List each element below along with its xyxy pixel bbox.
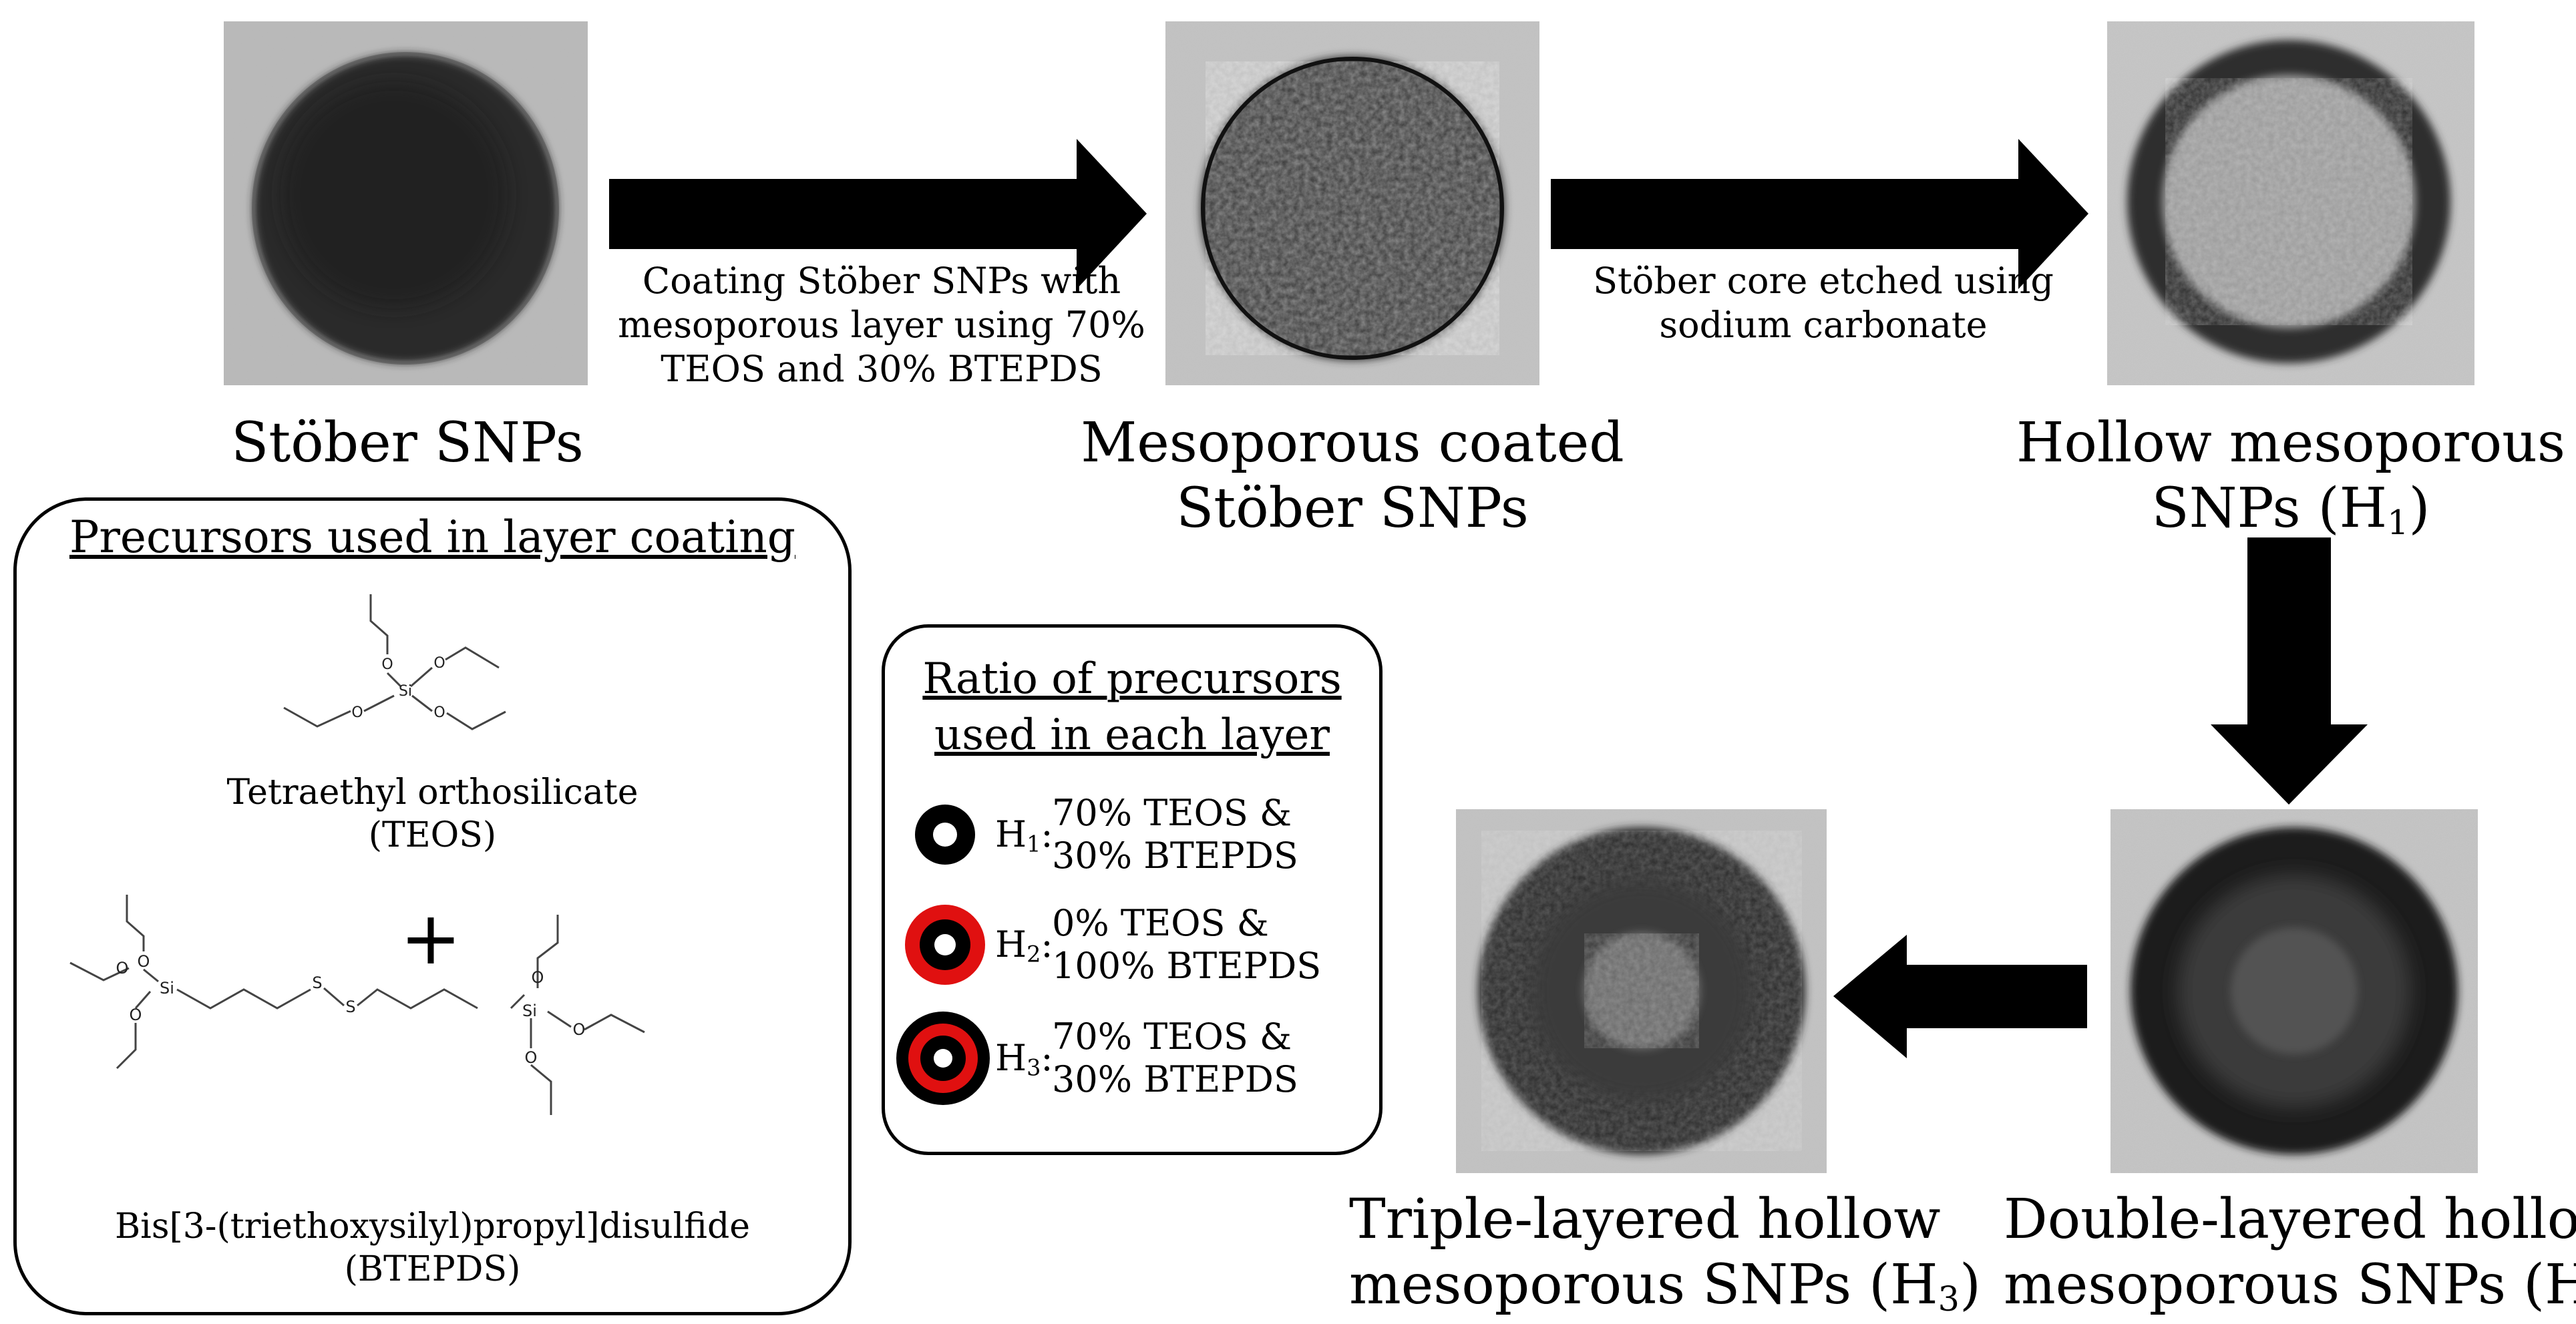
atom-label: O	[130, 1006, 142, 1024]
ratio-row-h3: H3: 70% TEOS & 30% BTEPDS	[895, 1005, 1298, 1112]
btepds-structure: O O Si O S S Si O O O	[69, 895, 645, 1115]
atom-label: O	[381, 656, 393, 673]
step2-line: Stöber core etched using	[1593, 260, 2054, 302]
arrow-left-icon	[1833, 935, 2087, 1058]
caption-line: mesoporous SNPs (H2)	[2004, 1253, 2576, 1318]
caption-line: Hollow mesoporous	[2016, 411, 2565, 475]
atom-label: Si	[522, 1002, 537, 1020]
ratio-value-line: 100% BTEPDS	[1052, 945, 1322, 987]
ratio-label: H3:	[995, 1037, 1053, 1081]
ratio-row-h1: H1: 70% TEOS & 30% BTEPDS	[902, 791, 1298, 878]
atom-label: S	[312, 973, 322, 992]
ratio-label: H2:	[995, 923, 1053, 967]
ratio-value-line: 0% TEOS &	[1052, 902, 1269, 944]
double-layered-h2-tem-image	[2110, 809, 2478, 1173]
atom-label: O	[116, 959, 129, 977]
caption-subscript: 1	[2387, 503, 2409, 543]
chem-name-line: Tetraethyl orthosilicate	[226, 773, 638, 813]
stober-snp-tem-image	[224, 21, 588, 385]
caption-text: SNPs (H	[2151, 477, 2388, 540]
caption-line: mesoporous SNPs (H3)	[1349, 1253, 1981, 1318]
caption-line: Double-layered hollow	[2004, 1188, 2576, 1251]
hollow-h1-caption: Hollow mesoporous SNPs (H1)	[2010, 411, 2571, 541]
caption-text: )	[1960, 1253, 1982, 1317]
chem-name-line: (BTEPDS)	[344, 1249, 521, 1289]
h1-layer-icon	[915, 805, 975, 865]
arrow-right-icon	[1551, 139, 2088, 289]
ratio-label-sub: 1	[1027, 831, 1041, 857]
ratio-values: 70% TEOS & 30% BTEPDS	[1052, 1016, 1298, 1101]
precursors-panel: Precursors used in layer coating O Si O …	[13, 497, 852, 1315]
ratio-value-line: 30% BTEPDS	[1052, 835, 1298, 877]
ratio-label: H1:	[995, 813, 1053, 857]
ratio-panel-title: Ratio of precursors used in each layer	[885, 651, 1379, 763]
caption-line: Mesoporous coated	[1081, 411, 1624, 475]
step1-line: mesoporous layer using 70%	[618, 304, 1145, 346]
chem-name-line: (TEOS)	[368, 815, 497, 855]
atom-label: O	[525, 1048, 538, 1067]
atom-label: O	[138, 952, 150, 971]
atom-label: Si	[399, 683, 412, 700]
caption-line: SNPs (H1)	[2010, 476, 2571, 541]
step2-line: sodium carbonate	[1659, 304, 1988, 346]
mesoporous-coated-tem-image	[1165, 21, 1539, 385]
plus-sign: +	[399, 895, 462, 981]
ratio-title-line: used in each layer	[934, 710, 1330, 760]
step2-description: Stöber core etched using sodium carbonat…	[1556, 259, 2090, 347]
step1-line: TEOS and 30% BTEPDS	[661, 348, 1103, 390]
caption-text: mesoporous SNPs (H	[2004, 1253, 2576, 1317]
ratio-label-h: H	[995, 813, 1027, 855]
caption-subscript: 3	[1938, 1279, 1960, 1319]
ratio-values: 70% TEOS & 30% BTEPDS	[1052, 792, 1298, 877]
atom-label: O	[532, 968, 544, 987]
ratio-label-sub: 2	[1027, 941, 1041, 967]
teos-name: Tetraethyl orthosilicate (TEOS)	[17, 771, 848, 857]
atom-label: O	[433, 655, 445, 672]
double-layered-h2-caption: Double-layered hollow mesoporous SNPs (H…	[2004, 1187, 2576, 1318]
h2-layer-icon	[905, 905, 985, 985]
precursors-panel-title: Precursors used in layer coating	[69, 511, 796, 563]
chem-name-line: Bis[3-(triethoxysilyl)propyl]disulfide	[114, 1206, 751, 1247]
ratio-values: 0% TEOS & 100% BTEPDS	[1052, 902, 1321, 987]
ratio-value-line: 70% TEOS &	[1052, 1016, 1292, 1058]
ratio-label-h: H	[995, 1037, 1027, 1079]
step1-line: Coating Stöber SNPs with	[642, 260, 1121, 302]
ratio-title-line: Ratio of precursors	[922, 654, 1342, 704]
caption-text: mesoporous SNPs (H	[1349, 1253, 1938, 1317]
caption-line: Stöber SNPs	[1176, 477, 1529, 540]
ratio-label-h: H	[995, 923, 1027, 965]
triple-layered-h3-tem-image	[1456, 809, 1827, 1173]
ratio-label-sub: 3	[1027, 1054, 1041, 1081]
caption-text: )	[2408, 477, 2430, 540]
ratio-row-h2: H2: 0% TEOS & 100% BTEPDS	[902, 901, 1321, 988]
h3-layer-icon	[896, 1012, 990, 1105]
hollow-h1-tem-image	[2107, 21, 2474, 385]
triple-layered-h3-caption: Triple-layered hollow mesoporous SNPs (H…	[1349, 1187, 1981, 1318]
mesoporous-coated-caption: Mesoporous coated Stöber SNPs	[1069, 411, 1636, 541]
atom-label: O	[573, 1020, 586, 1039]
arrow-down-icon	[2211, 537, 2368, 805]
ratio-panel: Ratio of precursors used in each layer H…	[882, 624, 1383, 1155]
ratio-value-line: 70% TEOS &	[1052, 792, 1292, 834]
teos-structure: O Si O O O	[283, 594, 506, 730]
step1-description: Coating Stöber SNPs with mesoporous laye…	[614, 259, 1149, 391]
atom-label: S	[345, 998, 355, 1016]
stober-snp-caption: Stöber SNPs	[231, 411, 584, 475]
arrow-right-icon	[609, 139, 1147, 289]
caption-line: Triple-layered hollow	[1349, 1188, 1941, 1251]
ratio-value-line: 30% BTEPDS	[1052, 1058, 1298, 1100]
atom-label: Si	[160, 979, 174, 998]
atom-label: O	[433, 704, 445, 721]
atom-label: O	[351, 704, 363, 721]
btepds-name: Bis[3-(triethoxysilyl)propyl]disulfide (…	[17, 1205, 848, 1291]
